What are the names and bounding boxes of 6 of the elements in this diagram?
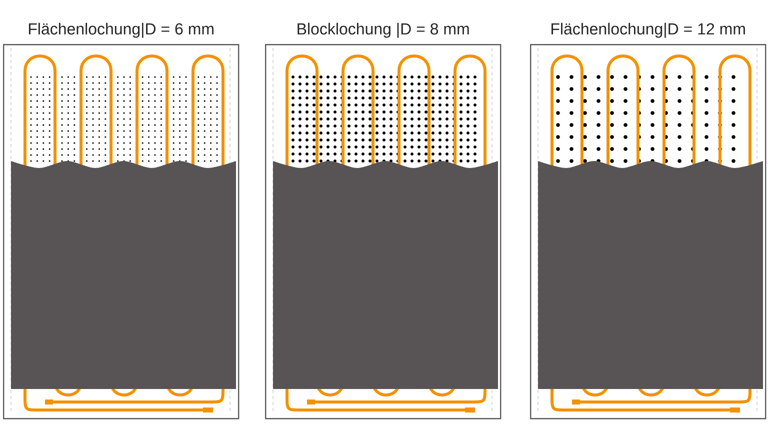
panel-frame: Blocklochung |D = 8 mm <box>265 22 502 420</box>
node-label: Flächenlochung|D = 12 mm <box>552 22 745 38</box>
panel-frame: Flächenlochung|D = 12 mm <box>530 22 766 420</box>
node-label: Flächenlochung|D = 6 mm <box>28 22 214 38</box>
panel-frame: Flächenlochung|D = 6 mm <box>3 22 240 420</box>
node-label: Blocklochung |D = 8 mm <box>298 22 469 38</box>
